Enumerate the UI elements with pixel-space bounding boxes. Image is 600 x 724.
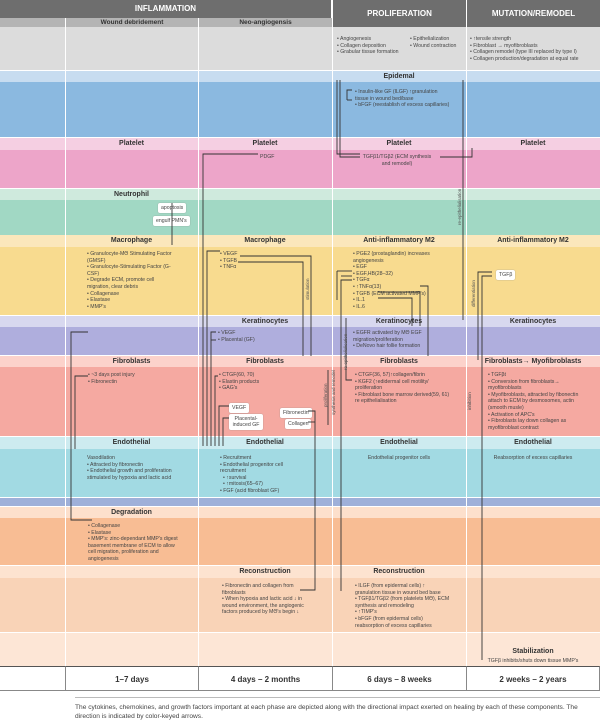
timeline-neo: 4 days – 2 months bbox=[198, 666, 332, 691]
platelet-band bbox=[0, 150, 600, 188]
engulf-pmn-box: engulf PMN's bbox=[153, 216, 190, 226]
keratinocytes-header-band bbox=[0, 316, 600, 327]
stabilization-band bbox=[0, 633, 600, 666]
reconstruction-neo-list: Fibronectin and collagen from fibroblast… bbox=[222, 583, 317, 616]
timeline-blank bbox=[0, 666, 65, 691]
subphase-wound-debridement: Wound debridement bbox=[65, 18, 198, 27]
endothelial-title-neo: Endothelial bbox=[246, 439, 284, 446]
fibroblasts-wound-list: ~3 days post injuryFibronectin bbox=[88, 372, 134, 385]
timeline-wound: 1–7 days bbox=[65, 666, 198, 691]
platelet-title-mut: Platelet bbox=[520, 140, 546, 147]
timeline-mut: 2 weeks – 2 years bbox=[466, 666, 600, 691]
phase-mutation-remodel: MUTATION/REMODEL bbox=[466, 0, 600, 27]
fibroblasts-title-mut: Fibroblasts→ Myofibroblasts bbox=[484, 358, 582, 365]
endothelial-header-band bbox=[0, 437, 600, 449]
epidermal-header-band bbox=[0, 71, 600, 82]
stabilization-text: TGFβ inhibits/shuts down tissue MMP's bbox=[487, 658, 579, 664]
fibronectin-box: Fibronectin bbox=[280, 408, 312, 418]
label-proliferation: proliferation bbox=[323, 383, 328, 407]
endothelial-title-wound: Endothelial bbox=[112, 439, 151, 446]
prolif-summary-a: AngiogenesisCollagen depositionGrabular … bbox=[337, 36, 399, 56]
caption-divider bbox=[75, 697, 600, 698]
reconstruction-title-prolif: Reconstruction bbox=[373, 568, 425, 575]
mutation-summary: ↑tensile strengthFibroblast → myofibrobl… bbox=[470, 36, 578, 62]
label-inhibition: inhibition bbox=[467, 392, 472, 410]
tgfb-box: TGFβ bbox=[496, 270, 516, 280]
degradation-title: Degradation bbox=[111, 509, 152, 516]
fibroblasts-header-band bbox=[0, 356, 600, 367]
macrophage-title-neo: Macrophage bbox=[244, 237, 286, 244]
epidermal-title: Epidemal bbox=[383, 73, 415, 80]
endothelial-prolif-text: Endothelial progenitor cells bbox=[367, 455, 431, 461]
collagen-box: Collagen bbox=[285, 419, 312, 429]
stabilization-title: Stabilization bbox=[512, 648, 554, 655]
fibroblasts-prolif-list: CTGF(36, 57)↑collagen/fibrinKGF2 (↑edide… bbox=[355, 372, 450, 405]
caption: The cytokines, chemokines, and growth fa… bbox=[75, 704, 578, 720]
platelet-title-neo: Platelet bbox=[252, 140, 278, 147]
keratinocytes-title-mut: Keratinocytes bbox=[509, 318, 557, 325]
placental-gf-box: Placental-induced GF bbox=[229, 414, 263, 430]
fibroblasts-mut-list: TGFβtConversion from fibroblasts→ myofib… bbox=[488, 372, 588, 431]
degradation-list: CollagenaseElastaseMMP's: zinc-dependant… bbox=[88, 523, 183, 563]
epidermal-band bbox=[0, 82, 600, 137]
platelet-pdgf: PDGF bbox=[260, 154, 275, 160]
macrophage-title-wound: Macrophage bbox=[110, 237, 153, 244]
endothelial-title-mut: Endothelial bbox=[514, 439, 552, 446]
keratinocytes-band bbox=[0, 327, 600, 355]
subheader-blank bbox=[0, 18, 65, 27]
platelet-header-band bbox=[0, 138, 600, 150]
macrophage-header-band bbox=[0, 235, 600, 247]
keratinocytes-title-neo: Keratinocytes bbox=[241, 318, 289, 325]
label-differentiation: differentiation bbox=[471, 280, 476, 307]
label-re-epithelialisation-2: re-epithelialisation bbox=[457, 188, 462, 225]
reconstruction-prolif-list: ILGF (from epidermal cells) ↑ granulatio… bbox=[355, 583, 450, 629]
m2-prolif-list: PGE2 (prostaglandin) increases angiogene… bbox=[353, 251, 453, 310]
epidermal-list: Insulin-like GF (ILGF) ↑granulation tiss… bbox=[355, 89, 450, 109]
fibroblasts-title-wound: Fibroblasts bbox=[112, 358, 151, 365]
phase-inflammation: INFLAMMATION bbox=[0, 0, 332, 18]
platelet-title-wound: Platelet bbox=[119, 140, 144, 147]
macrophage-neo-list: VEGFTGFBTNFα bbox=[220, 251, 237, 271]
endothelial-wound-list: VasodilationAttracted by fibronectinEndo… bbox=[87, 455, 187, 481]
label-re-epithelialisation: re-epithelialisation bbox=[343, 333, 348, 370]
neutrophil-header-band bbox=[0, 189, 600, 200]
fibroblasts-neo-list: CTGF(60, 70)Elastin productsGAG's bbox=[219, 372, 259, 392]
endothelial-title-prolif: Endothelial bbox=[380, 439, 418, 446]
platelet-title-prolif: Platelet bbox=[386, 140, 412, 147]
platelet-tgfb: TGFβ1/TGβ2 (ECM synthesis and remodel) bbox=[362, 154, 432, 167]
endothelial-mut-text: Reabsorption of excess capillaries bbox=[493, 455, 573, 461]
connector-arrows bbox=[70, 80, 492, 660]
neutrophil-band bbox=[0, 200, 600, 235]
timeline-prolif: 6 days – 8 weeks bbox=[332, 666, 466, 691]
m2-title-mut: Anti-inflammatory M2 bbox=[497, 237, 569, 244]
label-synthesis-remodel: synthesis and remodel bbox=[331, 369, 336, 415]
label-stimulation: stimulation bbox=[305, 278, 310, 300]
m2-title-prolif: Anti-inflammatory M2 bbox=[363, 237, 435, 244]
keratinocytes-title-prolif: Keratinocytes bbox=[375, 318, 423, 325]
macrophage-wound-list: Granulocyte-MΘ Stimulating Factor (GMSF)… bbox=[87, 251, 177, 310]
keratinocytes-prolif-list: EGFR activated by MΘ EGF migration/proli… bbox=[353, 330, 443, 350]
degradation-header-band bbox=[0, 507, 600, 518]
reconstruction-header-band bbox=[0, 566, 600, 578]
subphase-neo-angiogensis: Neo-angiogensis bbox=[198, 18, 332, 27]
divider-band bbox=[0, 498, 600, 506]
vegf-box: VEGF bbox=[229, 403, 250, 413]
phase-proliferation: PROLIFERATION bbox=[332, 0, 466, 27]
neutrophil-title: Neutrophil bbox=[114, 191, 149, 198]
reconstruction-title-neo: Reconstruction bbox=[239, 568, 291, 575]
fibroblasts-title-prolif: Fibroblasts bbox=[380, 358, 418, 365]
fibroblasts-title-neo: Fibroblasts bbox=[246, 358, 284, 365]
endothelial-neo-list: RecruitmentEndothelial progenitor cell r… bbox=[220, 455, 295, 495]
prolif-summary-b: EpithelializationWound contraction bbox=[410, 36, 456, 49]
